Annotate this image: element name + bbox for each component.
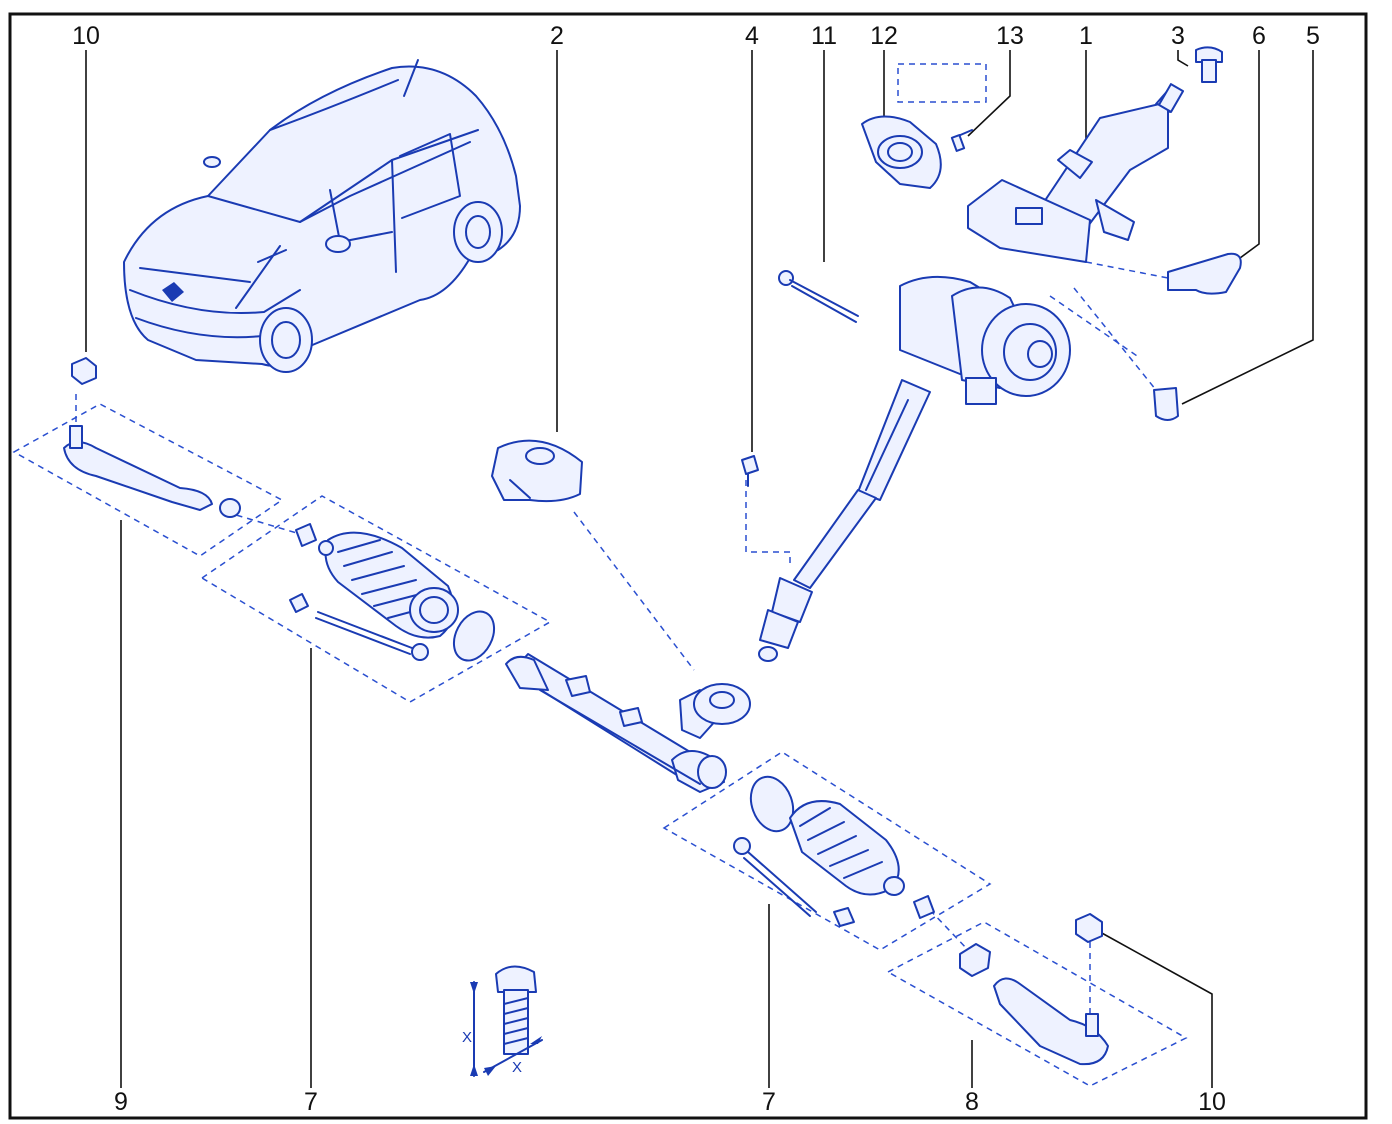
- callout-5: 5: [1306, 22, 1320, 50]
- diagram-border: [8, 12, 1368, 1120]
- callout-9: 9: [114, 1088, 128, 1116]
- callout-10-bottom: 10: [1198, 1088, 1226, 1116]
- bolt-dimension-detail: X X: [462, 965, 543, 1077]
- dashed-group-outlines: [12, 63, 1188, 1087]
- callout-7-left: 7: [304, 1088, 318, 1116]
- callout-10-top: 10: [72, 22, 100, 50]
- car-illustration: [123, 59, 521, 373]
- callout-8: 8: [965, 1088, 979, 1116]
- callout-7-right: 7: [762, 1088, 776, 1116]
- right-bellows-group: [733, 775, 935, 927]
- dimension-x-width: X: [512, 1059, 522, 1076]
- callout-6: 6: [1252, 22, 1266, 50]
- left-bellows-group: [289, 523, 496, 662]
- callout-1: 1: [1079, 22, 1093, 50]
- callout-13: 13: [996, 22, 1024, 50]
- callout-4: 4: [745, 22, 759, 50]
- callout-11: 11: [811, 22, 837, 50]
- callout-labels-top: 10 2 4 11 12 13 1 3 6 5: [72, 22, 1320, 50]
- part-2-cover: [491, 439, 583, 503]
- dimension-x-height: X: [462, 1029, 472, 1046]
- callout-2: 2: [550, 22, 564, 50]
- callout-3: 3: [1171, 22, 1185, 50]
- callout-labels-bottom: 9 7 7 8 10: [114, 1088, 1226, 1116]
- left-tie-rod-end: [63, 357, 241, 518]
- right-tie-rod-end: [959, 913, 1109, 1066]
- steering-column-assembly: [741, 46, 1242, 662]
- leader-lines: [85, 50, 1314, 1088]
- callout-12: 12: [870, 22, 898, 50]
- steering-rack: [505, 653, 751, 793]
